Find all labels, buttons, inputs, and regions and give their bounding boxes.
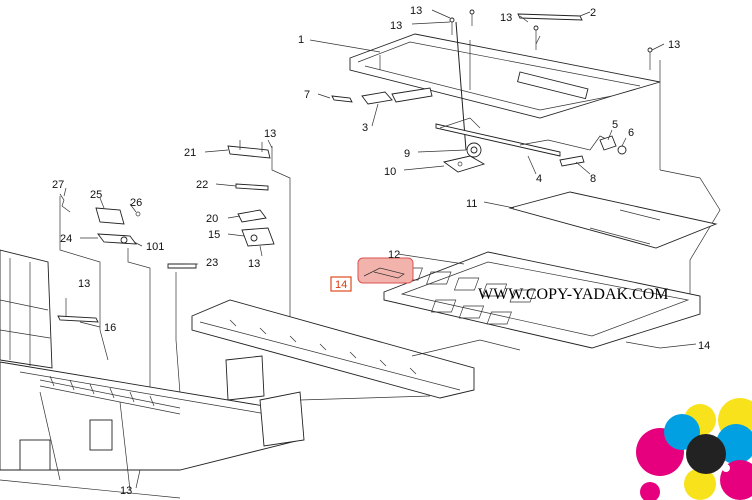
part-14-highlight (357, 257, 414, 284)
label-26: 26 (130, 197, 142, 209)
label-7: 7 (304, 89, 310, 101)
label-13: 13 (248, 258, 260, 270)
label-13: 13 (668, 39, 680, 51)
label-11: 11 (466, 198, 477, 210)
label-20: 20 (206, 213, 218, 225)
label-24: 24 (60, 233, 72, 245)
part-9-10 (442, 142, 486, 173)
label-15: 15 (208, 229, 220, 241)
label-6: 6 (628, 127, 634, 139)
label-27: 27 (52, 179, 64, 191)
roller-assembly (191, 299, 475, 447)
label-2: 2 (590, 7, 596, 19)
shaft (455, 21, 467, 151)
highlight-callout-14: 14 (330, 276, 352, 292)
highlight-label: 14 (335, 279, 347, 291)
part-21 (227, 140, 271, 159)
label-14: 14 (698, 340, 710, 352)
leader-left-a (59, 196, 109, 361)
label-1: 1 (298, 34, 304, 46)
label-13: 13 (500, 12, 512, 24)
label-13: 13 (78, 278, 90, 290)
label-9: 9 (404, 148, 410, 160)
label-25: 25 (90, 189, 102, 201)
site-logo (636, 398, 752, 500)
label-13: 13 (120, 485, 132, 497)
part-12-tray (383, 251, 701, 349)
part-22 (235, 183, 269, 191)
label-8: 8 (590, 173, 596, 185)
part-4-rail (435, 117, 613, 157)
part-11-sheet (508, 191, 718, 249)
label-13: 13 (390, 20, 402, 32)
label-3: 3 (362, 122, 368, 134)
leader-rail (411, 339, 521, 357)
part-3-bracket (361, 87, 433, 105)
screw-13-mid (259, 245, 263, 257)
label-101: 101 (146, 241, 164, 253)
screws-13-top (449, 9, 653, 70)
part-8 (559, 155, 585, 167)
label-12: 12 (388, 249, 400, 261)
part-1-top-cover (349, 33, 661, 119)
label-16: 16 (104, 322, 116, 334)
leader-bracket-right (659, 169, 721, 300)
leader-21 (271, 146, 291, 341)
label-23: 23 (206, 257, 218, 269)
part-5-6 (599, 135, 627, 155)
part-16 (57, 315, 99, 323)
part-23 (167, 263, 197, 269)
label-4: 4 (536, 173, 542, 185)
watermark-text: WWW.COPY-YADAK.COM (478, 286, 669, 303)
leader-lines (63, 9, 697, 489)
label-5: 5 (612, 119, 618, 131)
base-frame (0, 249, 301, 499)
callout-labels: 13 13 13 2 13 1 7 3 5 6 9 10 4 8 13 21 2… (52, 5, 710, 497)
label-21: 21 (184, 147, 196, 159)
label-22: 22 (196, 179, 208, 191)
label-10: 10 (384, 166, 396, 178)
label-13: 13 (410, 5, 422, 17)
label-13: 13 (264, 128, 276, 140)
part-27-25-26 (59, 193, 141, 245)
part-20-15 (237, 209, 275, 247)
part-2-strip (517, 13, 583, 21)
part-7 (331, 95, 353, 103)
